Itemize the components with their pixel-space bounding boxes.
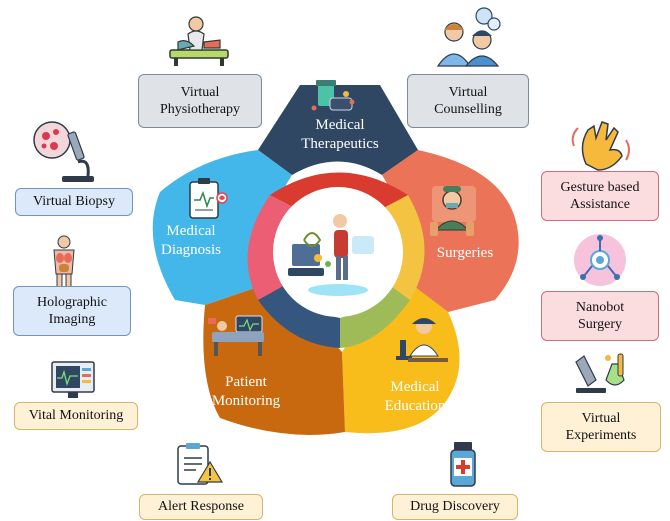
surgeon-icon xyxy=(430,186,476,236)
label-line: Gesture based xyxy=(560,179,640,195)
petal-label-education: Medical Education xyxy=(370,378,460,416)
petal-label-line: Patient xyxy=(225,374,267,390)
label-line: Vital Monitoring xyxy=(28,408,124,424)
nanobot-icon xyxy=(574,234,626,286)
medicine-pills-icon xyxy=(311,80,355,111)
petal-label-line: Monitoring xyxy=(211,392,281,409)
petal-label-surgeries: Surgeries xyxy=(420,244,510,263)
label-gesture-assistance: Gesture based Assistance xyxy=(541,171,659,221)
petal-label-line: Surgeries xyxy=(436,245,494,261)
label-virtual-counselling: Virtual Counselling xyxy=(407,74,529,128)
label-nanobot-surgery: Nanobot Surgery xyxy=(541,291,659,341)
scientist-microscope-icon xyxy=(396,318,448,362)
inner-navy xyxy=(258,285,340,348)
label-line: Surgery xyxy=(577,317,623,332)
label-line: Counselling xyxy=(434,102,502,117)
petal-label-line: Medical xyxy=(315,117,365,133)
label-line: Nanobot xyxy=(575,299,625,315)
label-line: Holographic xyxy=(37,294,107,310)
petal-label-line: Diagnosis xyxy=(161,241,221,258)
petal-therapeutics xyxy=(258,85,418,175)
alert-clipboard-icon xyxy=(177,443,224,485)
label-virtual-biopsy: Virtual Biopsy xyxy=(15,188,133,216)
petal-label-line: Medical xyxy=(390,379,440,395)
label-virtual-physiotherapy: Virtual Physiotherapy xyxy=(138,74,262,128)
petal-label-monitoring: Patient Monitoring xyxy=(196,373,296,411)
petal-label-line: Education xyxy=(384,397,446,414)
label-line: Virtual Biopsy xyxy=(33,194,115,210)
physiotherapy-bed-icon xyxy=(169,16,229,66)
anatomy-body-icon xyxy=(53,235,75,295)
label-drug-discovery: Drug Discovery xyxy=(392,494,518,520)
gesture-hand-icon xyxy=(571,121,630,175)
petal-label-line: Therapeutics xyxy=(301,135,379,152)
label-line: Drug Discovery xyxy=(410,499,500,515)
label-line: Experiments xyxy=(565,428,637,443)
petal-label-therapeutics: Medical Therapeutics xyxy=(285,116,395,154)
lab-experiment-icon xyxy=(575,353,625,393)
medicine-bottle-icon xyxy=(450,442,476,487)
petal-label-diagnosis: Medical Diagnosis xyxy=(146,222,236,260)
label-line: Imaging xyxy=(48,312,96,327)
vital-monitor-screen-icon xyxy=(51,361,95,398)
label-line: Assistance xyxy=(570,197,630,212)
label-line: Virtual xyxy=(180,84,220,100)
label-vital-monitoring: Vital Monitoring xyxy=(14,402,138,430)
label-line: Virtual xyxy=(448,84,488,100)
label-alert-response: Alert Response xyxy=(139,494,263,520)
inner-green xyxy=(340,282,410,348)
label-line: Physiotherapy xyxy=(159,102,241,117)
label-line: Alert Response xyxy=(158,499,244,515)
label-line: Virtual xyxy=(581,410,621,426)
hospital-bed-monitor-icon xyxy=(208,315,264,356)
label-virtual-experiments: Virtual Experiments xyxy=(541,402,661,452)
label-holographic-imaging: Holographic Imaging xyxy=(13,286,131,336)
counselling-people-icon xyxy=(436,7,501,67)
vr-doctor-icon xyxy=(288,214,374,296)
ecg-clipboard-icon xyxy=(189,178,228,219)
petal-label-line: Medical xyxy=(166,223,216,239)
microscope-icon xyxy=(33,121,94,182)
